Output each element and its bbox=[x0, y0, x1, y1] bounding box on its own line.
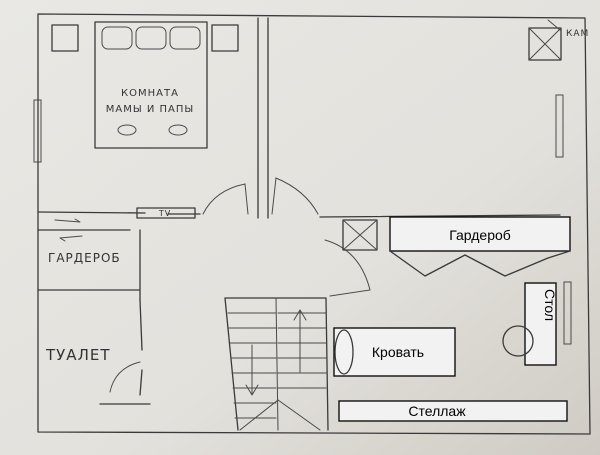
nightstand-left bbox=[51, 24, 79, 52]
bed-label: Кровать bbox=[372, 344, 424, 360]
window-left bbox=[33, 99, 42, 163]
door-swing-hall bbox=[324, 239, 371, 297]
wardrobe-left-label: ГАРДЕРОБ bbox=[48, 251, 121, 265]
bed-box: Кровать bbox=[333, 327, 456, 377]
parents-bed-sketch: КОМНАТА МАМЫ И ПАПЫ bbox=[94, 21, 208, 149]
crossed-box-corner: КАМ bbox=[528, 19, 589, 61]
toilet-walls bbox=[99, 299, 151, 405]
outer-wall bbox=[37, 13, 591, 435]
window-right-bottom bbox=[563, 281, 572, 345]
corner-note-label: КАМ bbox=[566, 29, 589, 39]
interior-wall-vertical bbox=[257, 17, 269, 219]
toilet-label: ТУАЛЕТ bbox=[45, 346, 110, 364]
shelving-label: Стеллаж bbox=[408, 403, 466, 419]
tv-stand: TV bbox=[136, 207, 196, 219]
bedroom-label-line1: КОМНАТА bbox=[121, 88, 179, 99]
shelving-box: Стеллаж bbox=[338, 400, 568, 422]
hall-wall bbox=[319, 214, 561, 218]
desk-box: Стол bbox=[502, 282, 558, 366]
door-swing-left bbox=[202, 183, 249, 215]
bedroom-label-line2: МАМЫ И ПАПЫ bbox=[106, 104, 194, 115]
wardrobe-box: Гардероб bbox=[389, 216, 571, 277]
crossed-box-center bbox=[342, 219, 378, 251]
window-right-top bbox=[555, 94, 564, 158]
tv-label: TV bbox=[158, 209, 171, 218]
wardrobe-label: Гардероб bbox=[449, 227, 511, 243]
toilet-door bbox=[109, 361, 141, 393]
wardrobe-left-walls bbox=[37, 229, 141, 301]
door-swing-right bbox=[271, 177, 319, 215]
desk-label: Стол bbox=[542, 289, 558, 321]
nightstand-right bbox=[211, 24, 239, 52]
wardrobe-arrows bbox=[54, 218, 83, 242]
staircase bbox=[224, 297, 329, 431]
